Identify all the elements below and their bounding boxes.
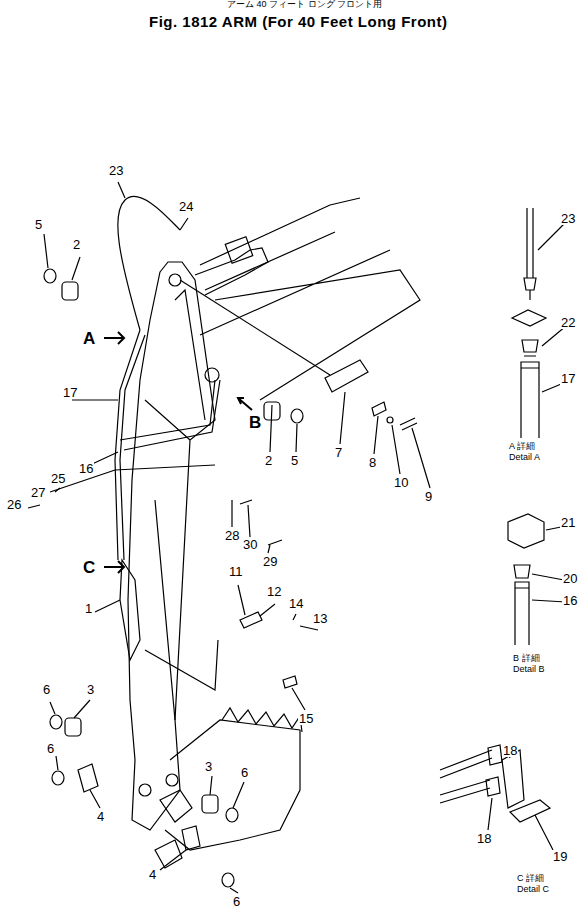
pipe xyxy=(120,380,220,450)
callout-number: 24 xyxy=(178,200,194,213)
callout-number: 14 xyxy=(288,597,304,610)
bucket-teeth xyxy=(222,708,302,732)
pipe xyxy=(115,330,145,560)
view-letter: C xyxy=(82,559,96,576)
cylinder-end xyxy=(225,237,253,263)
detail-label: B 詳細 xyxy=(512,654,541,663)
callout-number: 18 xyxy=(502,744,518,757)
seal xyxy=(44,269,56,283)
view-arrow xyxy=(104,332,252,573)
detail-label: A 詳細 xyxy=(508,442,536,451)
washer xyxy=(387,417,393,423)
callout-number: 2 xyxy=(72,238,81,251)
callout-number: 27 xyxy=(30,486,46,499)
leader-line xyxy=(532,526,566,602)
pin xyxy=(78,764,98,792)
callout-number: 2 xyxy=(264,454,273,467)
pin-hole xyxy=(169,274,181,286)
callout-number: 21 xyxy=(560,516,576,529)
callout-number: 13 xyxy=(312,612,328,625)
callout-number: 17 xyxy=(62,386,78,399)
detail-label: Detail B xyxy=(512,665,546,674)
view-letter: B xyxy=(248,414,262,431)
pin xyxy=(182,826,200,850)
elbow xyxy=(508,514,544,548)
callout-number: 1 xyxy=(84,602,93,615)
callout-number: 9 xyxy=(424,490,433,503)
callout-number: 8 xyxy=(368,456,377,469)
callout-number: 28 xyxy=(224,529,240,542)
callout-number: 16 xyxy=(78,462,94,475)
plate xyxy=(372,402,386,416)
callout-number: 29 xyxy=(262,555,278,568)
leader-line xyxy=(488,745,553,850)
seal xyxy=(291,409,303,423)
grease-line xyxy=(145,640,218,690)
bracket xyxy=(502,750,550,822)
callout-number: 16 xyxy=(562,594,578,607)
callout-number: 6 xyxy=(46,742,55,755)
grease-fitting xyxy=(283,676,297,688)
pin-hole xyxy=(205,368,219,382)
leader-line xyxy=(44,182,430,893)
callout-number: 6 xyxy=(232,895,241,908)
callout-number: 12 xyxy=(266,585,282,598)
callout-number: 23 xyxy=(108,164,124,177)
callout-number: 19 xyxy=(552,850,568,863)
hose-detail xyxy=(524,208,536,300)
callout-number: 7 xyxy=(334,446,343,459)
callout-number: 5 xyxy=(34,218,43,231)
callout-number: 6 xyxy=(42,683,51,696)
seal xyxy=(226,808,238,822)
pin-hole xyxy=(166,774,178,786)
callout-number: 3 xyxy=(86,683,95,696)
seal xyxy=(222,873,234,887)
view-letter: A xyxy=(82,330,96,347)
detail-label: Detail A xyxy=(508,453,541,462)
leader-line xyxy=(538,222,566,392)
fitting-pipe xyxy=(521,340,539,438)
callout-number: 4 xyxy=(96,810,105,823)
callout-number: 18 xyxy=(476,832,492,845)
seal xyxy=(52,771,64,785)
callout-number: 3 xyxy=(204,760,213,773)
callout-number: 30 xyxy=(242,538,258,551)
callout-number: 20 xyxy=(562,572,578,585)
boom-outline xyxy=(200,198,420,400)
detail-label: Detail C xyxy=(516,885,550,894)
detail-label: C 詳細 xyxy=(516,874,545,883)
callout-number: 11 xyxy=(228,565,244,578)
figure-title: Fig. 1812 ARM (For 40 Feet Long Front) xyxy=(148,14,448,29)
clamp-plate xyxy=(512,310,546,326)
pipes xyxy=(440,750,492,803)
callout-number: 6 xyxy=(240,766,249,779)
bolt xyxy=(400,418,417,430)
bushing xyxy=(65,718,81,736)
fitting xyxy=(486,745,502,796)
bracket xyxy=(120,560,140,660)
callout-number: 25 xyxy=(50,472,66,485)
pin xyxy=(240,612,262,628)
callout-number: 17 xyxy=(560,372,576,385)
callout-number: 22 xyxy=(560,316,576,329)
bucket xyxy=(165,720,300,850)
callout-number: 15 xyxy=(298,712,314,725)
callout-number: 23 xyxy=(560,212,576,225)
japanese-header: アーム 40 フィート ロング フロント用 xyxy=(226,0,383,9)
cylinder xyxy=(195,248,268,295)
seal xyxy=(50,715,62,729)
callout-number: 4 xyxy=(148,868,157,881)
bushing xyxy=(202,795,218,813)
clamp-line xyxy=(50,465,215,492)
hose xyxy=(118,196,180,330)
callout-number: 5 xyxy=(290,454,299,467)
leader-line xyxy=(180,280,330,375)
callout-number: 26 xyxy=(6,498,22,511)
callout-number: 10 xyxy=(393,476,409,489)
bushing xyxy=(62,282,78,300)
pin xyxy=(325,360,368,392)
fitting-pipe xyxy=(514,565,530,645)
pin-hole xyxy=(139,784,151,796)
